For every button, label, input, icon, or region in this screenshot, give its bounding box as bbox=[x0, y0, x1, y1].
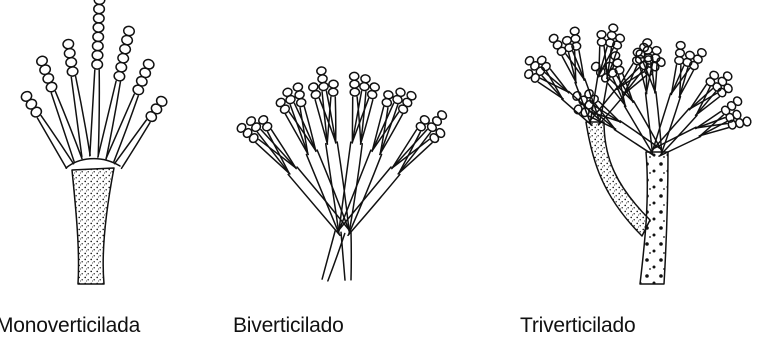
conidium bbox=[64, 48, 76, 59]
conidium bbox=[236, 122, 248, 134]
conidium bbox=[316, 66, 326, 75]
conidium bbox=[113, 71, 125, 82]
conidium bbox=[155, 95, 169, 109]
caption-triverticilado: Triverticilado bbox=[520, 314, 635, 338]
conidium bbox=[296, 98, 307, 108]
conidium bbox=[652, 46, 662, 55]
ramus bbox=[586, 122, 650, 236]
phialide bbox=[71, 77, 90, 157]
conidium bbox=[600, 72, 612, 84]
conidium bbox=[674, 56, 684, 64]
conidium bbox=[245, 115, 257, 127]
conidium bbox=[571, 34, 581, 42]
conidium bbox=[92, 41, 103, 51]
conidium bbox=[144, 110, 158, 124]
conidium bbox=[92, 60, 103, 70]
conidium bbox=[150, 102, 164, 116]
conidium bbox=[688, 60, 699, 71]
triverticilado-illustration bbox=[523, 23, 751, 284]
conidium bbox=[67, 66, 79, 77]
conidium bbox=[524, 55, 536, 67]
conidium bbox=[381, 98, 392, 108]
stipe bbox=[72, 168, 114, 284]
conidium bbox=[93, 23, 104, 33]
conidium bbox=[317, 74, 327, 83]
conidium bbox=[123, 25, 135, 36]
phialide bbox=[98, 81, 120, 159]
conidium bbox=[732, 95, 743, 107]
conidium bbox=[571, 90, 582, 102]
phialide bbox=[257, 129, 295, 173]
conidium bbox=[401, 97, 413, 108]
conidium bbox=[329, 80, 338, 88]
conidium bbox=[94, 4, 105, 14]
metula bbox=[326, 142, 349, 233]
conidium bbox=[536, 55, 548, 66]
monoverticilada-illustration bbox=[20, 0, 169, 284]
conidium bbox=[597, 38, 606, 46]
biverticilado-illustration bbox=[236, 66, 449, 280]
conidium bbox=[406, 90, 418, 101]
conidium bbox=[349, 72, 358, 80]
conidium bbox=[328, 88, 337, 96]
conidium bbox=[275, 97, 287, 108]
conidium bbox=[436, 109, 448, 121]
conidium bbox=[696, 47, 707, 58]
conidium bbox=[540, 61, 552, 72]
conidium bbox=[319, 82, 329, 91]
conidium bbox=[24, 97, 38, 110]
conidium bbox=[94, 0, 105, 5]
conidium bbox=[279, 103, 291, 114]
conidium bbox=[722, 70, 734, 82]
caption-monoverticilada: Monoverticilada bbox=[0, 314, 140, 338]
conidium bbox=[359, 82, 369, 91]
conidium bbox=[552, 39, 563, 50]
phialide bbox=[392, 129, 430, 173]
conidium bbox=[397, 103, 409, 114]
conidium bbox=[92, 50, 103, 60]
conidium bbox=[360, 74, 370, 83]
conidium bbox=[570, 27, 580, 35]
conidium bbox=[548, 33, 559, 44]
conidium bbox=[676, 41, 686, 49]
conidium bbox=[722, 83, 733, 95]
caption-biverticilado: Biverticilado bbox=[233, 314, 344, 338]
conidium bbox=[117, 53, 129, 64]
conidium bbox=[65, 57, 77, 68]
conidium bbox=[675, 49, 685, 57]
metula bbox=[339, 142, 362, 233]
conidium bbox=[350, 88, 359, 96]
conidium bbox=[62, 39, 74, 50]
conidium bbox=[431, 115, 443, 127]
phialide bbox=[90, 70, 100, 156]
conidium bbox=[383, 90, 394, 100]
conidium bbox=[583, 88, 595, 100]
conidium bbox=[720, 105, 731, 117]
conidium bbox=[93, 32, 104, 42]
conidium bbox=[716, 87, 727, 99]
conidium bbox=[597, 31, 606, 39]
conidium bbox=[115, 62, 127, 73]
conidium bbox=[350, 80, 359, 88]
conidium bbox=[20, 90, 34, 103]
conidium bbox=[93, 14, 104, 24]
